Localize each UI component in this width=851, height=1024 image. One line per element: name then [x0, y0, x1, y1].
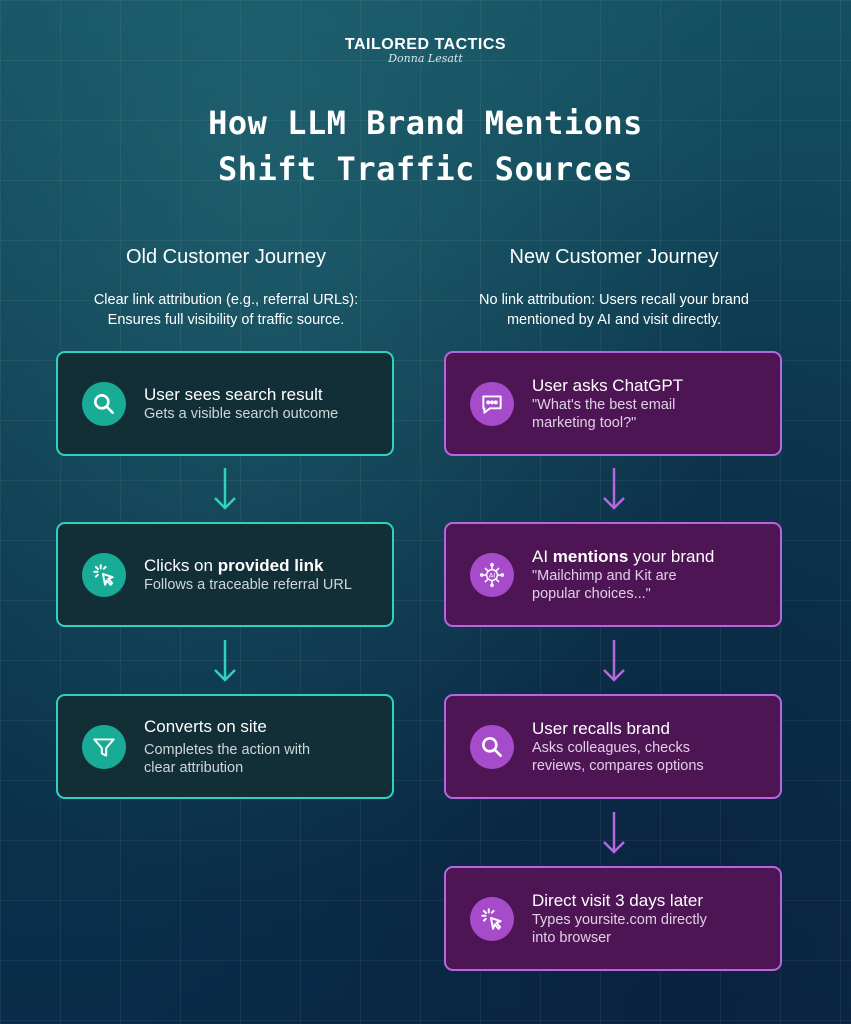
new-step-ask: User asks ChatGPT "What's the best email…: [444, 351, 782, 456]
old-journey-heading: Old Customer Journey: [125, 246, 327, 268]
old-desc-line-1: Clear link attribution (e.g., referral U…: [93, 292, 359, 308]
step-detail: Follows a traceable referral URL: [144, 576, 352, 593]
step-detail-line-1: Types yoursite.com directly: [532, 911, 707, 928]
step-detail-line-1: Completes the action with: [144, 741, 311, 758]
down-arrow-icon: [603, 468, 625, 510]
chat-bubble-icon: [470, 381, 514, 426]
new-step-recall: User recalls brand Asks colleagues, chec…: [444, 694, 782, 799]
title-line-1: How LLM Brand Mentions: [208, 104, 643, 142]
step-title: User sees search result: [144, 384, 323, 404]
down-arrow-icon: [214, 468, 236, 510]
step-detail: "Mailchimp and Kit are popular choices..…: [532, 567, 714, 603]
step-detail-line-2: clear attribution: [144, 759, 244, 776]
down-arrow-icon: [214, 640, 236, 682]
step-title: User recalls brand: [532, 718, 670, 738]
step-detail-line-1: Asks colleagues, checks: [532, 739, 690, 756]
down-arrow-icon: [603, 640, 625, 682]
step-detail: Gets a visible search outcome: [144, 405, 339, 422]
step-detail: Asks colleagues, checks reviews, compare…: [532, 739, 704, 775]
search-icon: [82, 381, 126, 426]
down-arrow-icon: [603, 812, 625, 854]
step-title: Clicks on provided link: [144, 556, 352, 576]
funnel-icon: [82, 724, 126, 769]
step-title: User asks ChatGPT: [532, 375, 684, 395]
step-title-post: your brand: [628, 546, 715, 566]
new-journey-description: No link attribution: Users recall your b…: [414, 290, 814, 330]
ai-network-icon: AI: [470, 552, 514, 597]
step-detail-line-1: "Mailchimp and Kit are: [532, 567, 677, 584]
step-title: Direct visit 3 days later: [532, 890, 703, 910]
brand-logo: TAILORED TACTICS Donna Lesatt: [0, 36, 851, 65]
step-title: AI mentions your brand: [532, 547, 714, 567]
logo-wordmark: TAILORED TACTICS: [344, 36, 507, 53]
step-detail-line-2: popular choices...": [532, 585, 651, 602]
new-desc-line-1: No link attribution: Users recall your b…: [479, 292, 749, 308]
new-journey-heading: New Customer Journey: [509, 246, 719, 268]
new-step-mention: AI AI mentions your brand "Mailchimp and…: [444, 522, 782, 627]
click-cursor-icon: [82, 552, 126, 597]
step-detail: Types yoursite.com directly into browser: [532, 911, 707, 947]
click-cursor-icon: [470, 896, 514, 941]
old-step-click: Clicks on provided link Follows a tracea…: [56, 522, 394, 627]
page-title: How LLM Brand Mentions Shift Traffic Sou…: [0, 100, 851, 192]
step-detail-line-2: into browser: [532, 929, 611, 946]
new-desc-line-2: mentioned by AI and visit directly.: [506, 312, 722, 328]
step-detail-line-2: marketing tool?": [532, 414, 637, 431]
ai-icon-label: AI: [489, 571, 495, 579]
old-step-search: User sees search result Gets a visible s…: [56, 351, 394, 456]
step-title-pre: AI: [532, 546, 553, 566]
step-detail-line-2: reviews, compares options: [532, 757, 704, 774]
step-title-bold: provided link: [217, 555, 324, 575]
step-detail: Completes the action with clear attribut…: [144, 741, 310, 777]
step-detail: "What's the best email marketing tool?": [532, 396, 683, 432]
search-icon: [470, 724, 514, 769]
step-title: Converts on site: [144, 716, 267, 736]
old-desc-line-2: Ensures full visibility of traffic sourc…: [107, 312, 345, 328]
step-title-bold: mentions: [552, 546, 629, 566]
step-detail-line-1: "What's the best email: [532, 396, 676, 413]
old-journey-description: Clear link attribution (e.g., referral U…: [26, 290, 426, 330]
logo-signature: Donna Lesatt: [388, 52, 463, 65]
step-title-pre: Clicks on: [144, 555, 218, 575]
title-line-2: Shift Traffic Sources: [217, 150, 634, 188]
old-step-convert: Converts on site Completes the action wi…: [56, 694, 394, 799]
new-step-direct-visit: Direct visit 3 days later Types yoursite…: [444, 866, 782, 971]
